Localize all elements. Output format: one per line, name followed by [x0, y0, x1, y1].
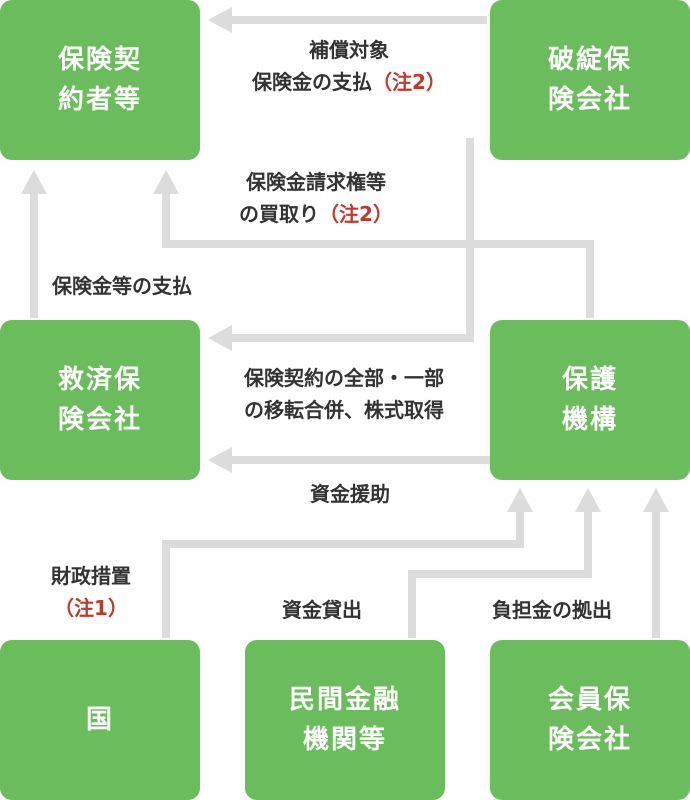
box-private-finance-line1: 民間金融 — [288, 685, 401, 715]
box-government-line1: 国 — [85, 705, 114, 735]
label-fiscal-measure-line1: 財政措置 — [51, 564, 131, 588]
label-transfer-line2: の移転合併、株式取得 — [244, 398, 444, 422]
label-financial-aid: 資金援助 — [310, 482, 390, 506]
arrowhead-loan — [575, 488, 601, 512]
arrowhead-contribution — [643, 488, 669, 512]
box-relief-insurer: 救済保 険会社 — [0, 320, 200, 480]
label-claims-purchase-line1: 保険金請求権等 — [246, 170, 386, 194]
box-policyholder-line2: 約者等 — [57, 85, 142, 115]
label-loan: 資金貸出 — [282, 598, 362, 622]
arrow-loan — [408, 508, 592, 638]
box-member-insurers-line1: 会員保 — [547, 685, 632, 715]
label-fiscal-measure: 財政措置 （注1） — [6, 560, 176, 624]
arrowhead-fiscal-measure — [507, 488, 533, 512]
box-private-finance: 民間金融 機関等 — [245, 640, 445, 800]
label-claims-purchase-line2: の買取り（注2） — [186, 198, 446, 230]
arrow-fiscal-measure — [162, 508, 524, 638]
label-compensation: 補償対象 保険金の支払（注2） — [208, 34, 490, 98]
box-relief-insurer-line2: 険会社 — [57, 405, 142, 435]
arrowhead-transfer — [208, 325, 232, 351]
label-compensation-line1: 補償対象 — [309, 38, 389, 62]
arrow-transfer — [228, 138, 474, 342]
arrowhead-insurance-payment — [21, 170, 47, 194]
box-protection-org-line2: 機構 — [561, 405, 618, 435]
label-transfer-line1: 保険契約の全部・一部 — [244, 366, 444, 390]
label-compensation-text: 保険金の支払 — [252, 70, 373, 94]
arrow-claims-purchase — [162, 190, 594, 318]
arrowhead-financial-aid — [208, 447, 232, 473]
box-relief-insurer-line1: 救済保 — [57, 365, 142, 395]
label-claims-purchase: 保険金請求権等 の買取り（注2） — [186, 166, 446, 230]
label-claims-purchase-note: （注2） — [319, 202, 393, 226]
box-policyholder-line1: 保険契 — [57, 45, 142, 75]
label-claims-purchase-text: の買取り — [239, 202, 320, 226]
label-contribution: 負担金の拠出 — [492, 598, 612, 622]
box-member-insurers: 会員保 険会社 — [490, 640, 690, 800]
label-compensation-line2: 保険金の支払（注2） — [208, 66, 490, 98]
box-failed-insurer: 破綻保 険会社 — [490, 0, 690, 160]
box-government: 国 — [0, 640, 200, 800]
box-protection-org: 保護 機構 — [490, 320, 690, 480]
arrowhead-compensation — [208, 7, 232, 33]
label-fiscal-measure-note: （注1） — [54, 596, 128, 620]
label-insurance-payment: 保険金等の支払 — [52, 274, 192, 298]
arrowhead-claims-purchase — [153, 170, 179, 194]
box-policyholder: 保険契 約者等 — [0, 0, 200, 160]
box-private-finance-line2: 機関等 — [302, 725, 387, 755]
box-failed-insurer-line1: 破綻保 — [547, 45, 632, 75]
box-failed-insurer-line2: 険会社 — [547, 85, 632, 115]
box-member-insurers-line2: 険会社 — [547, 725, 632, 755]
label-transfer: 保険契約の全部・一部 の移転合併、株式取得 — [204, 362, 484, 426]
label-compensation-note: （注2） — [372, 70, 446, 94]
box-protection-org-line1: 保護 — [561, 365, 618, 395]
